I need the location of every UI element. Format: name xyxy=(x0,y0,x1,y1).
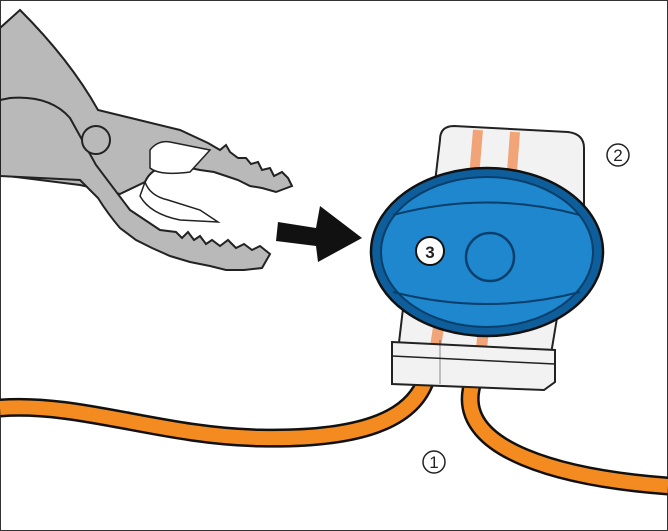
wire-right xyxy=(460,343,668,496)
callout-3-label: 3 xyxy=(425,243,434,262)
pliers-icon xyxy=(0,8,294,271)
callout-3: 3 xyxy=(415,236,445,266)
callout-2: 2 xyxy=(606,143,630,167)
callout-2-label: 2 xyxy=(613,146,622,165)
push-arrow-icon xyxy=(276,206,362,262)
wire-connector xyxy=(369,124,605,392)
callout-1-label: 1 xyxy=(429,453,438,472)
callout-1: 1 xyxy=(422,450,446,474)
wire-left xyxy=(0,345,444,448)
